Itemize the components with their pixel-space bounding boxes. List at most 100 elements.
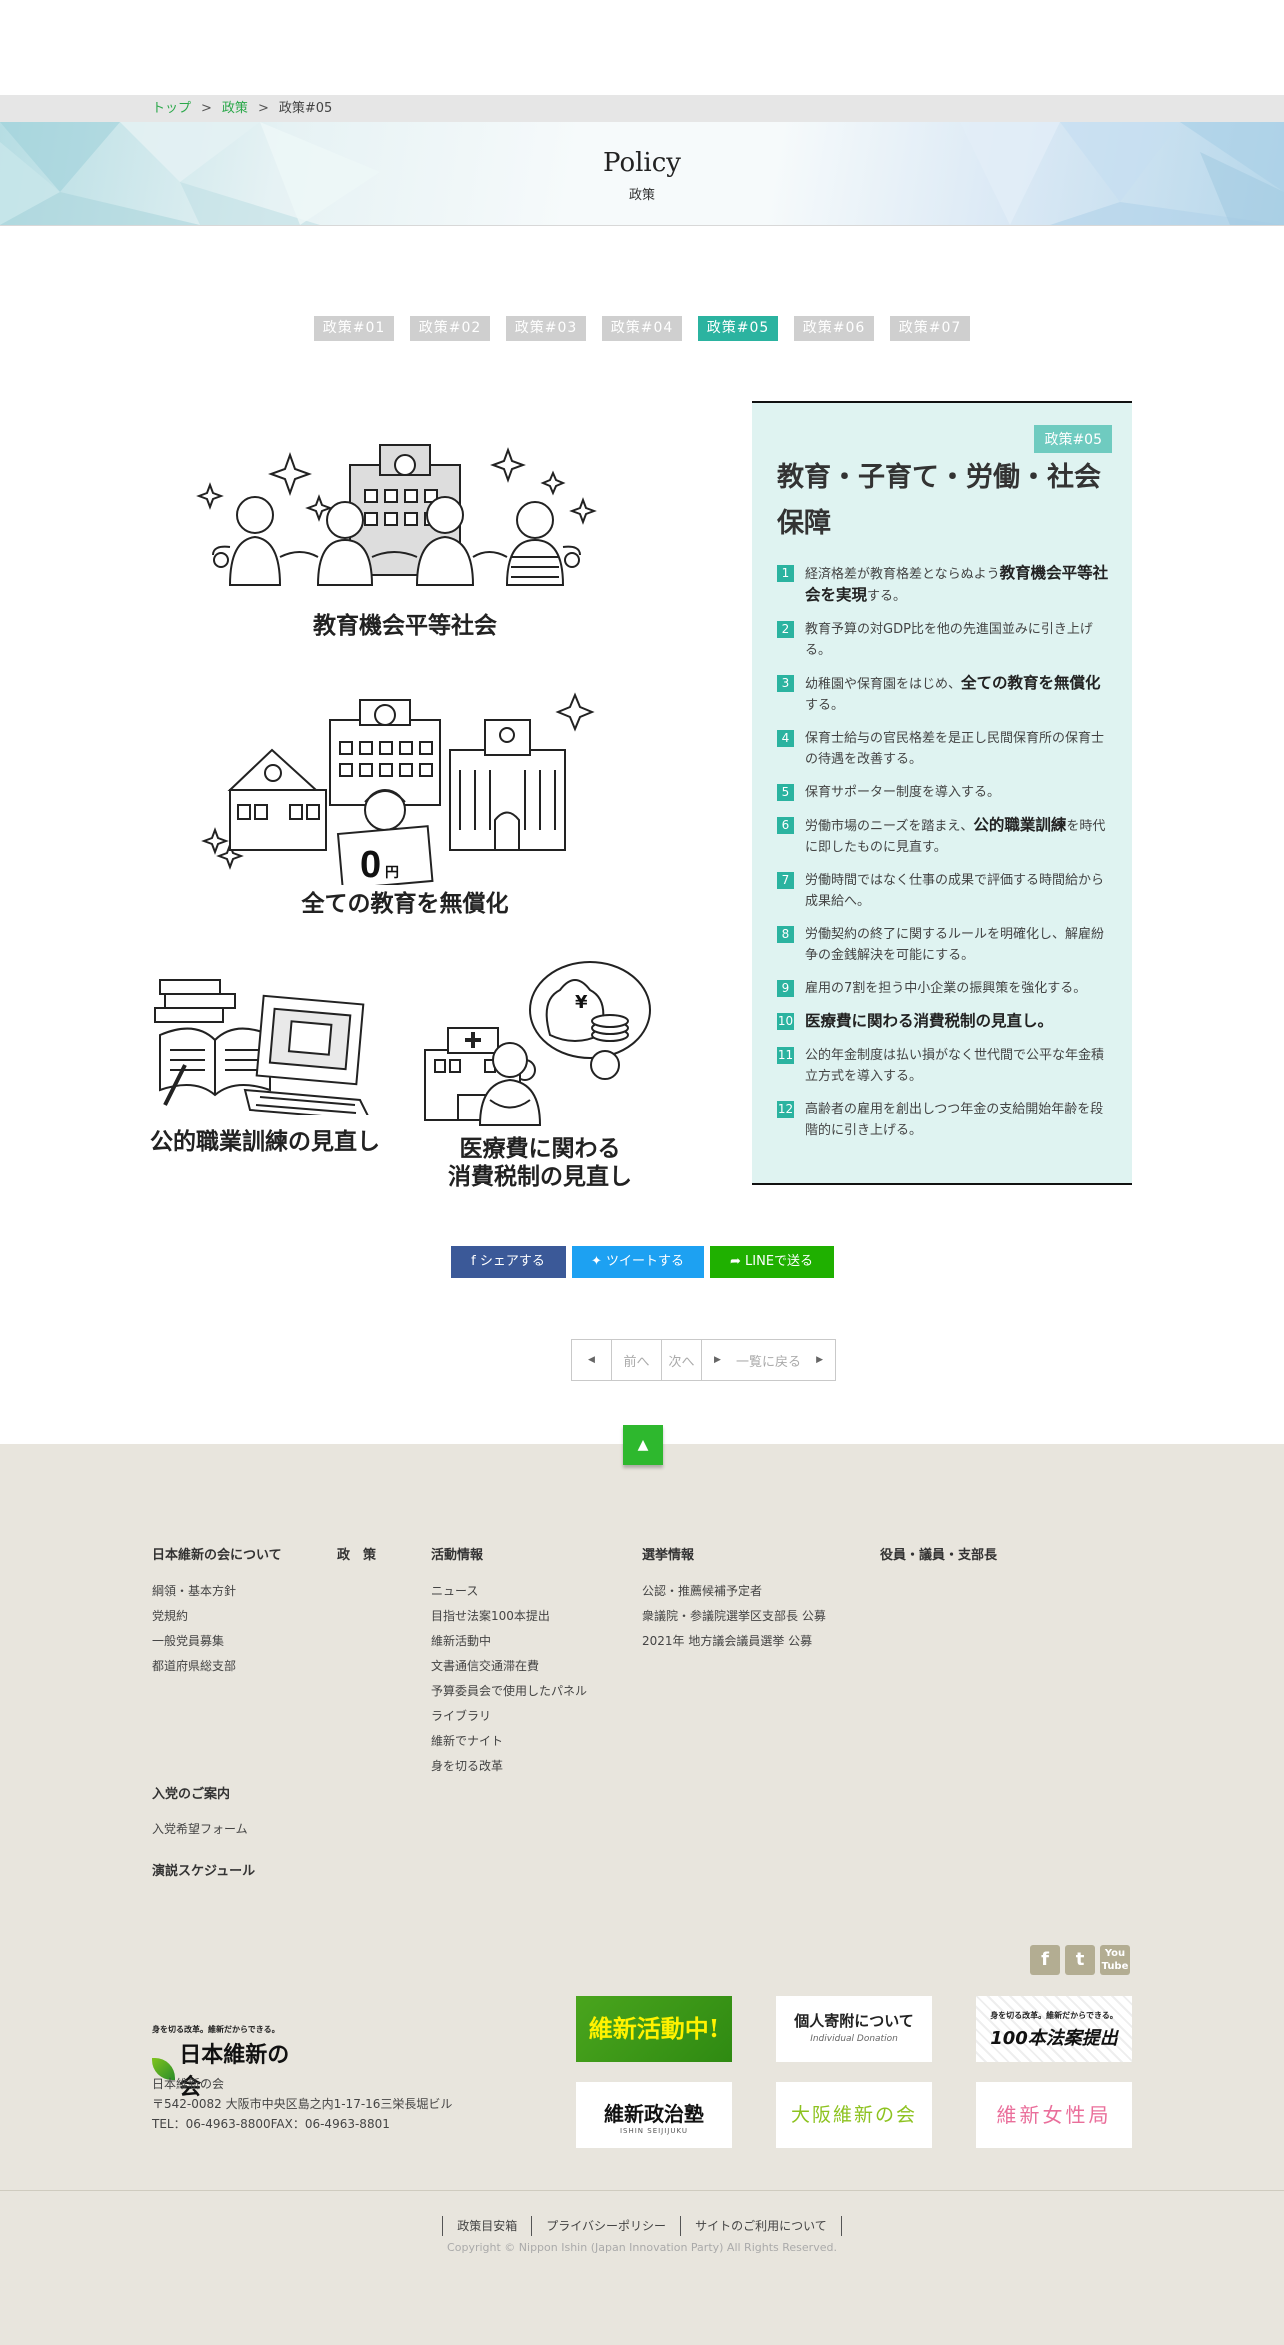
policy-item-text-part: 幼稚園や保育園をはじめ、 [805,677,962,692]
next-label-cell[interactable]: 次へ [662,1340,702,1380]
tab-policy-06[interactable]: 政策#06 [794,316,874,341]
footer-link[interactable]: 入党希望フォーム [152,1822,248,1836]
banner-houan-tagline: 身を切る改革。維新だからできる。 [990,2011,1118,2020]
prev-label: 前へ [623,1354,650,1370]
logo-name: 日本維新の会 [179,2042,290,2100]
breadcrumb-top-link[interactable]: トップ [152,101,192,116]
copyright: Copyright © Nippon Ishin (Japan Innovati… [447,2241,837,2254]
caption-free-education: 全ての教育を無償化 [301,891,509,917]
banner-josei-kyoku[interactable]: 維新女性局 [976,2082,1132,2148]
breadcrumb-separator: > [257,101,269,116]
footer-link[interactable]: 目指せ法案100本提出 [431,1609,550,1623]
footer-link[interactable]: 予算委員会で使用したパネル [431,1684,588,1698]
footer-about-heading[interactable]: 日本維新の会について [152,1548,282,1563]
twitter-share-button[interactable]: ✦ ツイートする [571,1246,704,1278]
footer-link[interactable]: ニュース [431,1584,479,1598]
footer-link[interactable]: 公認・推薦候補予定者 [642,1584,763,1598]
tab-policy-05[interactable]: 政策#05 [698,316,778,341]
banner-kifu[interactable]: 個人寄附について Individual Donation [776,1996,932,2062]
tab-policy-04[interactable]: 政策#04 [602,316,682,341]
banner-seijijuku-title: 維新政治塾 [604,2102,704,2126]
policy-item-text: 労働契約の終了に関するルールを明確化し、解雇紛争の金銭解決を可能にする。 [805,924,1112,966]
facebook-icon: f [471,1254,476,1269]
logo-tagline: 身を切る改革。維新だからできる。 [152,2025,280,2034]
hero-title: Policy [603,148,681,178]
footer-link[interactable]: 都道府県総支部 [152,1659,237,1673]
facebook-icon[interactable]: f [1030,1945,1060,1975]
banner-100-houan[interactable]: 身を切る改革。維新だからできる。 100本法案提出 [976,1996,1132,2062]
footer-link[interactable]: 身を切る改革 [431,1759,504,1773]
policy-item-text: 公的年金制度は払い損がなく世代間で公平な年金積立方式を導入する。 [805,1045,1112,1087]
tab-policy-07[interactable]: 政策#07 [890,316,970,341]
arrow-up-icon: ▲ [637,1437,649,1453]
footer-link[interactable]: 衆議院・参議院選挙区支部長 公募 [642,1609,826,1623]
policy-item-number: 10 [777,1013,794,1030]
footer-policy-heading[interactable]: 政 策 [337,1548,377,1563]
footer-link[interactable]: 文書通信交通滞在費 [431,1659,540,1673]
prev-next-labels[interactable]: 前へ [612,1340,662,1380]
twitter-icon[interactable]: t [1065,1945,1095,1975]
footer-link[interactable]: 維新でナイト [431,1734,504,1748]
tab-policy-02[interactable]: 政策#02 [410,316,490,341]
footer-election-heading[interactable]: 選挙情報 [642,1548,695,1563]
back-to-list-button[interactable]: ▶一覧に戻る▶ [702,1340,835,1380]
policy-item-number: 2 [777,621,794,638]
footer: 日本維新の会について 綱領・基本方針 党規約 一般党員募集 都道府県総支部 政 … [0,1444,1284,2345]
policy-item-number: 11 [777,1047,794,1064]
policy-item-text: 保育士給与の官民格差を是正し民間保育所の保育士の待遇を改善する。 [805,728,1112,770]
banner-ishin-katsudo[interactable]: 維新活動中! [576,1996,732,2062]
policy-item-emphasis: 全ての教育を無償化 [961,674,1101,692]
policy-item-text-part: 保育サポーター制度を導入する。 [805,785,1001,800]
footer-bottom-link[interactable]: プライバシーポリシー [531,2216,680,2236]
prev-button[interactable]: ◀ [572,1340,612,1380]
policy-item-text: 労働市場のニーズを踏まえ、公的職業訓練を時代に即したものに見直す。 [805,815,1112,858]
footer-join-heading[interactable]: 入党のご案内 [152,1787,231,1802]
caption-medical-tax-line2: 消費税制の見直し [448,1164,632,1190]
policy-item-emphasis: 公的職業訓練 [973,816,1067,834]
address-street: 〒542-0082 大阪市中央区島之内1-17-16三栄長堀ビル [152,2097,453,2111]
tab-policy-01[interactable]: 政策#01 [314,316,394,341]
breadcrumb-policy-link[interactable]: 政策 [221,101,248,116]
footer-bottom-link[interactable]: サイトのご利用について [680,2216,842,2236]
banner-seijijuku-sub: ISHIN SEIJIJUKU [619,2127,689,2135]
line-share-button[interactable]: ➦ LINEで送る [709,1246,834,1278]
address-tel: TEL：06-4963-8800FAX：06-4963-8801 [152,2117,390,2131]
footer-link[interactable]: 維新活動中 [431,1634,492,1648]
caret-right-icon: ▶ [816,1355,823,1365]
footer-link[interactable]: ライブラリ [431,1709,492,1723]
footer-bottom-link[interactable]: 政策目安箱 [442,2216,531,2236]
policy-item-number: 9 [777,980,794,997]
policy-item: 11 公的年金制度は払い損がなく世代間で公平な年金積立方式を導入する。 [777,1045,1112,1087]
back-to-top-button[interactable]: ▲ [623,1425,663,1465]
caret-left-icon: ◀ [588,1355,595,1365]
policy-number-badge: 政策#05 [1034,425,1112,453]
party-logo[interactable]: 身を切る改革。維新だからできる。 日本維新の会 [152,2024,297,2101]
policy-item-text-part: する。 [867,589,907,604]
footer-speech-heading[interactable]: 演説スケジュール [152,1864,256,1879]
back-to-list-label: 一覧に戻る [735,1354,801,1370]
breadcrumb-separator: > [201,101,212,116]
share-arrow-icon: ➦ [729,1254,741,1269]
footer-activity-heading[interactable]: 活動情報 [431,1548,484,1563]
banner-osaka-ishin[interactable]: 大阪維新の会 [776,2082,932,2148]
footer-officers-heading[interactable]: 役員・議員・支部長 [880,1548,998,1563]
banner-kifu-subtitle: Individual Donation [810,2034,898,2044]
footer-link[interactable]: 一般党員募集 [152,1634,225,1648]
policy-item-number: 1 [777,565,794,582]
vocational-training-illustration [154,979,369,1115]
tab-policy-03[interactable]: 政策#03 [506,316,586,341]
footer-link[interactable]: 2021年 地方議会議員選挙 公募 [642,1634,813,1648]
policy-item-text-part: 労働市場のニーズを踏まえ、 [805,819,974,834]
footer-link[interactable]: 党規約 [152,1609,189,1623]
pager: ◀ 前へ 次へ ▶一覧に戻る▶ [571,1339,836,1381]
footer-link[interactable]: 綱領・基本方針 [152,1584,237,1598]
banner-seijijuku[interactable]: 維新政治塾 ISHIN SEIJIJUKU [576,2082,732,2148]
facebook-share-button[interactable]: f シェアする [450,1246,566,1278]
